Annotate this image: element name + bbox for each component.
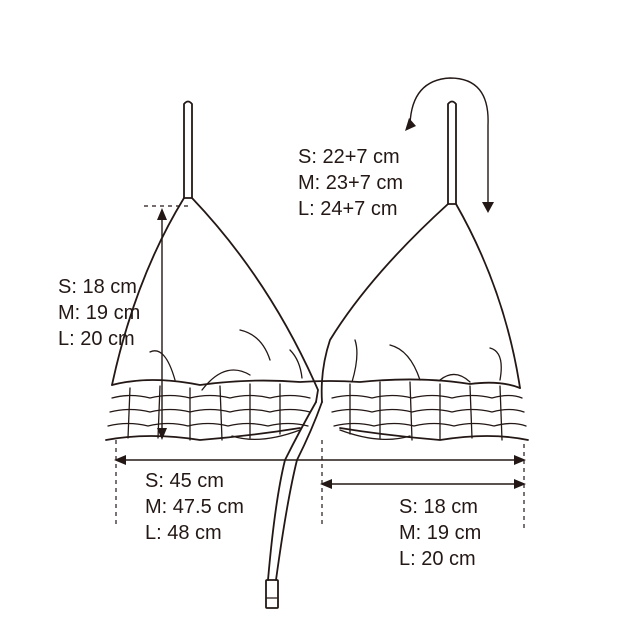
cup-height-m: M: 19 cm [58, 302, 141, 324]
cup-height-s: S: 18 cm [58, 276, 137, 298]
tie-string [265, 401, 323, 609]
cup-height-labels: S: 18 cm M: 19 cm L: 20 cm [58, 274, 140, 352]
band-width-l: L: 48 cm [145, 522, 222, 544]
right-strap [447, 100, 457, 205]
strap-length-l: L: 24+7 cm [298, 198, 398, 220]
left-strap [183, 100, 193, 199]
band-width-labels: S: 45 cm M: 47.5 cm L: 48 cm [145, 468, 244, 546]
right-cup [320, 203, 521, 403]
cup-width-s: S: 18 cm [399, 496, 478, 518]
strap-length-arrow [405, 77, 494, 213]
cup-width-dimension [320, 479, 526, 489]
left-cup [111, 197, 319, 403]
band-width-s: S: 45 cm [145, 470, 224, 492]
ruffled-band [105, 378, 529, 441]
cup-width-l: L: 20 cm [399, 548, 476, 570]
band-width-m: M: 47.5 cm [145, 496, 244, 518]
strap-length-m: M: 23+7 cm [298, 172, 404, 194]
cup-height-l: L: 20 cm [58, 328, 135, 350]
strap-length-s: S: 22+7 cm [298, 146, 400, 168]
cup-height-dimension [144, 205, 188, 440]
cup-width-m: M: 19 cm [399, 522, 482, 544]
strap-length-labels: S: 22+7 cm M: 23+7 cm L: 24+7 cm [298, 144, 403, 222]
cup-width-labels: S: 18 cm M: 19 cm L: 20 cm [399, 494, 481, 572]
